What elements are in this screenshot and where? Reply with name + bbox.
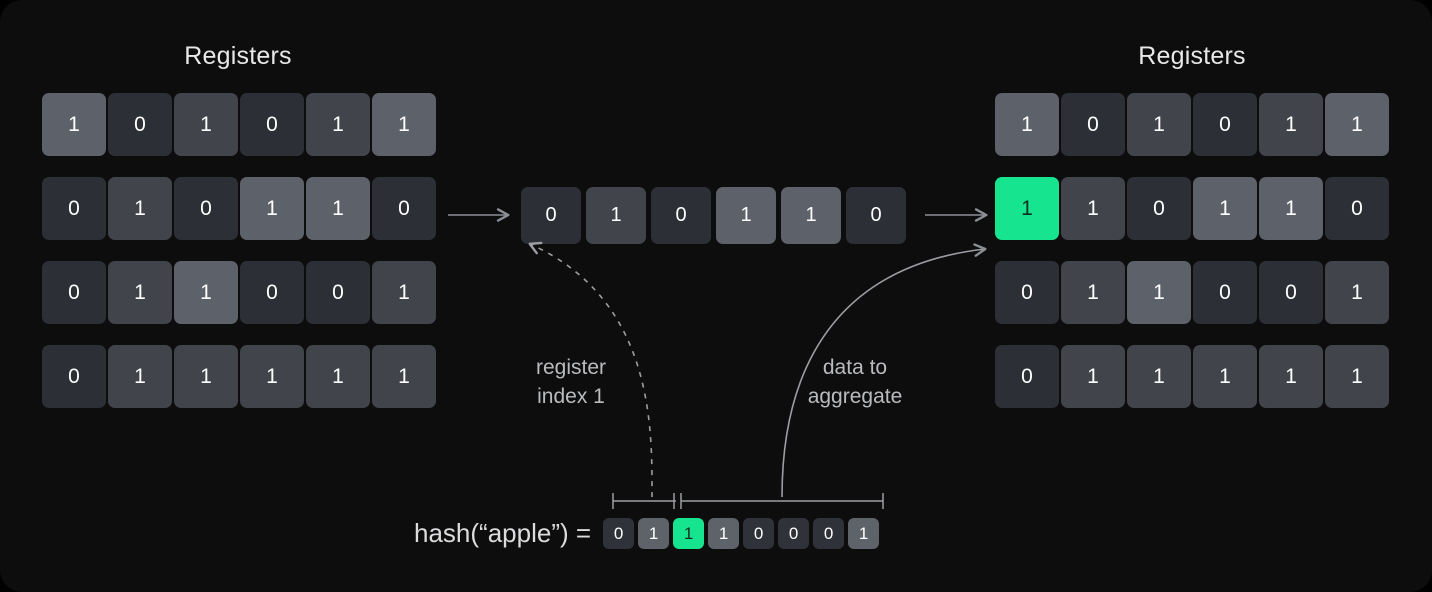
- right-register-cell[interactable]: 1: [1127, 261, 1191, 324]
- right-register-cell[interactable]: 1: [995, 177, 1059, 240]
- left-register-cell[interactable]: 1: [108, 345, 172, 408]
- left-register-cell[interactable]: 0: [306, 261, 370, 324]
- right-register-cell[interactable]: 1: [1061, 261, 1125, 324]
- hash-bit-cell[interactable]: 0: [603, 518, 635, 549]
- right-register-cell[interactable]: 0: [1193, 261, 1257, 324]
- left-register-cell[interactable]: 0: [372, 177, 436, 240]
- left-register-cell[interactable]: 0: [42, 261, 106, 324]
- left-register-cell[interactable]: 1: [174, 93, 238, 156]
- left-register-cell[interactable]: 1: [306, 93, 370, 156]
- right-register-cell[interactable]: 1: [1061, 177, 1125, 240]
- right-register-cell[interactable]: 0: [1259, 261, 1323, 324]
- left-register-cell[interactable]: 1: [42, 93, 106, 156]
- left-register-cell[interactable]: 1: [240, 345, 304, 408]
- right-register-cell[interactable]: 0: [1193, 93, 1257, 156]
- hash-bit-cell[interactable]: 1: [673, 518, 705, 549]
- middle-register-cell[interactable]: 0: [651, 187, 711, 244]
- hash-bit-cell[interactable]: 0: [813, 518, 845, 549]
- right-register-cell[interactable]: 1: [1259, 177, 1323, 240]
- right-register-cell[interactable]: 1: [1325, 345, 1389, 408]
- left-registers-title: Registers: [184, 42, 292, 70]
- left-register-cell[interactable]: 0: [42, 345, 106, 408]
- right-register-cell[interactable]: 1: [1061, 345, 1125, 408]
- right-register-cell[interactable]: 0: [995, 345, 1059, 408]
- right-register-cell[interactable]: 1: [1193, 345, 1257, 408]
- middle-register-cell[interactable]: 0: [846, 187, 906, 244]
- hash-bit-cell[interactable]: 0: [743, 518, 775, 549]
- register-index-annotation: register index 1: [535, 356, 607, 408]
- right-registers-title: Registers: [1138, 42, 1246, 70]
- right-register-cell[interactable]: 1: [1127, 345, 1191, 408]
- left-register-cell[interactable]: 0: [240, 93, 304, 156]
- left-register-cell[interactable]: 1: [372, 93, 436, 156]
- middle-register-cell[interactable]: 1: [586, 187, 646, 244]
- hash-bit-cell[interactable]: 0: [778, 518, 810, 549]
- data-to-aggregate-annotation: data to aggregate: [807, 356, 903, 408]
- hash-bit-cell[interactable]: 1: [708, 518, 740, 549]
- left-register-cell[interactable]: 1: [372, 261, 436, 324]
- left-register-cell[interactable]: 0: [42, 177, 106, 240]
- hash-label: hash(“apple”) =: [414, 518, 592, 548]
- right-register-cell[interactable]: 0: [1127, 177, 1191, 240]
- right-register-cell[interactable]: 0: [1061, 93, 1125, 156]
- right-register-cell[interactable]: 1: [995, 93, 1059, 156]
- left-register-cell[interactable]: 1: [108, 261, 172, 324]
- right-register-cell[interactable]: 1: [1193, 177, 1257, 240]
- hash-bit-cell[interactable]: 1: [848, 518, 880, 549]
- hash-bit-cell[interactable]: 1: [638, 518, 670, 549]
- middle-register-cell[interactable]: 1: [781, 187, 841, 244]
- left-register-cell[interactable]: 1: [240, 177, 304, 240]
- right-register-cell[interactable]: 1: [1325, 93, 1389, 156]
- left-register-cell[interactable]: 0: [174, 177, 238, 240]
- left-register-cell[interactable]: 1: [306, 345, 370, 408]
- left-register-cell[interactable]: 1: [372, 345, 436, 408]
- right-register-cell[interactable]: 0: [995, 261, 1059, 324]
- right-register-cell[interactable]: 0: [1325, 177, 1389, 240]
- left-register-cell[interactable]: 0: [108, 93, 172, 156]
- right-register-cell[interactable]: 1: [1259, 93, 1323, 156]
- right-register-cell[interactable]: 1: [1259, 345, 1323, 408]
- middle-register-cell[interactable]: 0: [521, 187, 581, 244]
- left-register-cell[interactable]: 1: [174, 345, 238, 408]
- middle-register-cell[interactable]: 1: [716, 187, 776, 244]
- left-register-cell[interactable]: 1: [108, 177, 172, 240]
- right-register-cell[interactable]: 1: [1127, 93, 1191, 156]
- left-register-cell[interactable]: 0: [240, 261, 304, 324]
- left-register-cell[interactable]: 1: [306, 177, 370, 240]
- left-register-cell[interactable]: 1: [174, 261, 238, 324]
- right-register-cell[interactable]: 1: [1325, 261, 1389, 324]
